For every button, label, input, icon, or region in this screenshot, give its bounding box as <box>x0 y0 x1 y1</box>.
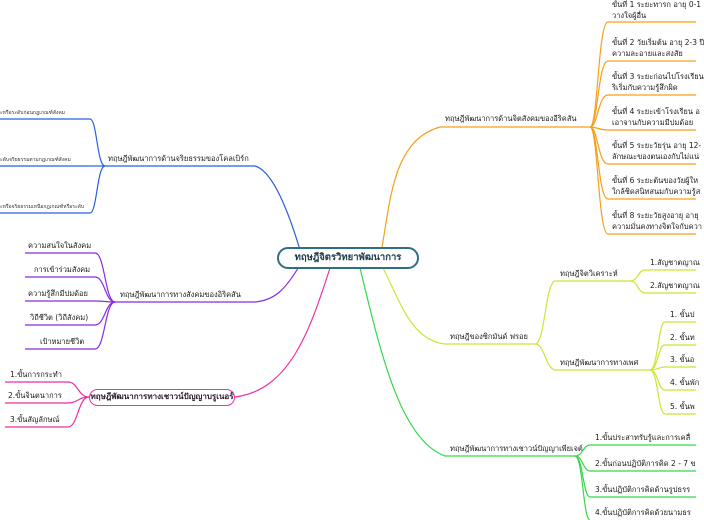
kohlberg-level-2[interactable]: ะดับจริยธรรมตามกฎเกณฑ์สังคม <box>0 157 71 163</box>
yellowgreen-branch-lines <box>379 261 696 415</box>
freud-stage-2[interactable]: 2. ขั้นท <box>670 333 695 342</box>
bruner-stage-1[interactable]: 1.ขั้นการกระทำ <box>10 370 62 379</box>
branch-erikson-psychosocial[interactable]: ทฤษฎีพัฒนาการด้านจิตสังคมของอีริคสัน <box>445 114 577 123</box>
piaget-stage-2[interactable]: 2.ขั้นก่อนปฏิบัติการคิด 2 - 7 ข <box>595 459 696 468</box>
freud-stage-3[interactable]: 3. ขั้นอ <box>670 355 695 364</box>
pink-branch-lines <box>5 267 331 428</box>
social-item-4[interactable]: วิถีชีวิต (วิถีสังคม) <box>30 313 89 322</box>
bruner-stage-3[interactable]: 3.ขั้นสัญลักษณ์ <box>10 415 60 424</box>
orange-branch-lines <box>379 21 696 259</box>
kohlberg-level-3[interactable]: ะหรือจริยธรรมเหนือกฎเกณฑ์หรือระดับ <box>0 204 85 210</box>
erikson-stage-3-desc: ริเริ่มกับความรู้สึกผิด <box>612 83 678 92</box>
freud-stage-1[interactable]: 1. ขั้นป <box>670 310 695 319</box>
social-item-2[interactable]: การเข้าร่วมสังคม <box>34 265 91 274</box>
branch-freud[interactable]: ทฤษฎีของซิกมันด์ ฟรอย <box>450 332 528 341</box>
root-topic[interactable]: ทฤษฎีจิตรวิทยาพัฒนาการ <box>277 247 419 269</box>
erikson-stage-1[interactable]: ขั้นที่ 1 ระยะทารก อายุ 0-1 <box>612 0 702 9</box>
erikson-stage-4[interactable]: ขั้นที่ 4 ระยะเข้าโรงเรียน อ <box>612 107 700 116</box>
erikson-stage-6-desc: ใกล้ชิดสนิทสนมกับความรู้ส <box>612 187 701 196</box>
piaget-stage-4[interactable]: 4.ขั้นปฏิบัติการคิดด้วยนามธร <box>595 508 691 517</box>
social-item-3[interactable]: ความรู้สึกมีปมด้อย <box>28 289 88 298</box>
erikson-stage-5-desc: ลักษณะของตนเองกับไม่แน่ <box>612 152 700 161</box>
erikson-stage-8[interactable]: ขั้นที่ 8 ระยะวัยสูงอายุ อายุ <box>612 211 699 220</box>
branch-bruner[interactable]: ทฤษฎีพัฒนาการทางเชาวน์ปัญญาบรูเนอร์ <box>89 389 235 406</box>
erikson-stage-4-desc: เอาจานกับความมีปมด้อย <box>612 118 694 127</box>
branch-piaget[interactable]: ทฤษฎีพัฒนาการทางเชาวน์ปัญญาเพียเจต์ <box>450 444 583 453</box>
erikson-stage-1-desc: วางใจผู้อื่น <box>612 11 647 20</box>
erikson-stage-5[interactable]: ขั้นที่ 5 ระยะวัยรุ่น อายุ 12- <box>612 141 702 150</box>
blue-branch-lines <box>0 118 301 251</box>
freud-psychoanalysis[interactable]: ทฤษฎีจิตวิเคราะห์ <box>560 269 618 278</box>
green-branch-lines <box>359 267 696 520</box>
erikson-stage-3[interactable]: ขั้นที่ 3 ระยะก่อนไปโรงเรียน <box>612 72 704 81</box>
freud-instinct-1[interactable]: 1.สัญชาตญาณ <box>650 258 700 267</box>
social-item-5[interactable]: เป้าหมายชีวิต <box>40 337 85 346</box>
piaget-stage-3[interactable]: 3.ขั้นปฏิบัติการคิดด้านรูปธรร <box>595 485 691 494</box>
erikson-stage-8-desc: ความมั่นคงทางจิตใจกับควา <box>612 222 703 231</box>
freud-psychosexual[interactable]: ทฤษฎีพัฒนาการทางเพศ <box>560 358 639 367</box>
social-item-1[interactable]: ความสนใจในสังคม <box>28 241 92 250</box>
branch-social[interactable]: ทฤษฎีพัฒนาการทางสังคมของอิริคสัน <box>120 290 241 299</box>
purple-branch-lines <box>25 252 301 350</box>
erikson-stage-6[interactable]: ขั้นที่ 6 ระยะต้นของวัยผู้ให <box>612 176 699 185</box>
freud-stage-4[interactable]: 4. ขั้นพัก <box>670 378 700 387</box>
freud-stage-5[interactable]: 5. ขั้นพ <box>670 402 695 411</box>
piaget-stage-1[interactable]: 1.ขั้นประสาทรับรู้และการเคลื่ <box>595 433 691 442</box>
bruner-stage-2[interactable]: 2.ขั้นจินตนาการ <box>8 391 62 400</box>
freud-instinct-2[interactable]: 2.สัญชาตญาณ <box>650 281 700 290</box>
branch-kohlberg[interactable]: ทฤษฎีพัฒนาการด้านจริยธรรมของโคลเบิร์ก <box>108 154 249 163</box>
erikson-stage-2[interactable]: ขั้นที่ 2 วัยเริ่มต้น อายุ 2-3 ปี <box>612 38 704 47</box>
erikson-stage-2-desc: ความละอายและสงสัย <box>612 49 683 58</box>
kohlberg-level-1[interactable]: ะหรือระดับก่อนกฎเกณฑ์สังคม <box>0 110 65 116</box>
